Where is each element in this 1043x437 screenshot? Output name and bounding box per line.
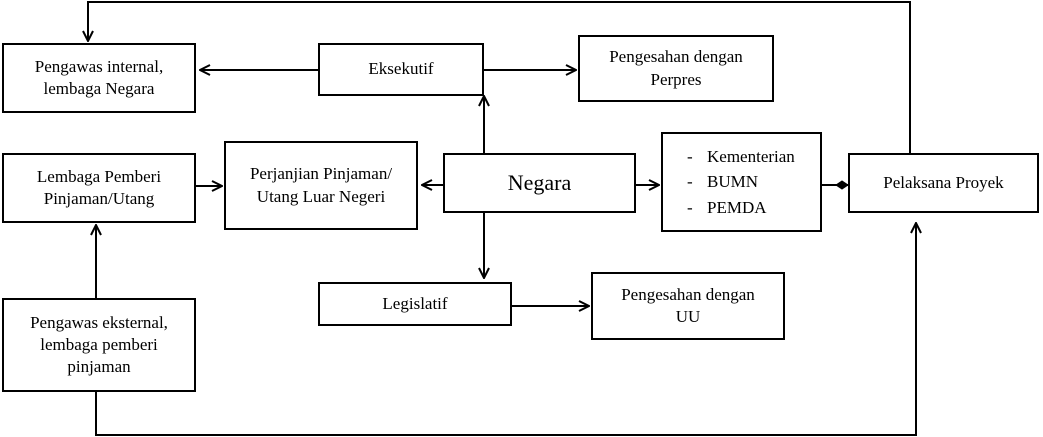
pengesahan-perpres-box: Pengesahan dengan Perpres: [578, 35, 774, 102]
pengesahan-uu-label: Pengesahan dengan UU: [621, 284, 755, 326]
pelaksana-list-box: -Kementerian -BUMN -PEMDA: [661, 132, 822, 232]
negara-label: Negara: [507, 169, 572, 195]
lembaga-pemberi-box: Lembaga Pemberi Pinjaman/Utang: [2, 153, 196, 223]
pengawas-internal-label: Pengawas internal, lembaga Negara: [34, 56, 164, 98]
pengawas-eksternal-box: Pengawas eksternal, lembaga pemberi pinj…: [2, 298, 196, 392]
list-bullet: -: [687, 146, 693, 166]
pelaksana-proyek-label: Pelaksana Proyek: [883, 172, 1004, 192]
list-item: -PEMDA: [687, 195, 795, 221]
list-item-bumn: BUMN: [707, 172, 759, 192]
legislatif-label: Legislatif: [382, 293, 448, 313]
negara-box: Negara: [443, 153, 636, 213]
arrow-proyek-to-pengawas-internal: [88, 1, 911, 153]
lembaga-pemberi-label: Lembaga Pemberi Pinjaman/Utang: [36, 166, 162, 208]
pengesahan-perpres-label: Pengesahan dengan Perpres: [609, 47, 743, 89]
perjanjian-label: Perjanjian Pinjaman/ Utang Luar Negeri: [249, 164, 393, 206]
pelaksana-proyek-box: Pelaksana Proyek: [848, 153, 1039, 213]
eksekutif-label: Eksekutif: [368, 59, 434, 79]
pelaksana-list: -Kementerian -BUMN -PEMDA: [687, 144, 795, 221]
list-item: -BUMN: [687, 169, 795, 195]
arrow-bottom-loop: [96, 223, 916, 436]
list-item-kementerian: Kementerian: [707, 146, 795, 166]
pengawas-eksternal-label: Pengawas eksternal, lembaga pemberi pinj…: [30, 312, 168, 377]
perjanjian-box: Perjanjian Pinjaman/ Utang Luar Negeri: [224, 141, 418, 230]
list-bullet: -: [687, 172, 693, 192]
legislatif-box: Legislatif: [318, 282, 512, 326]
pengesahan-uu-box: Pengesahan dengan UU: [591, 272, 785, 340]
pengawas-internal-box: Pengawas internal, lembaga Negara: [2, 43, 196, 113]
list-item: -Kementerian: [687, 144, 795, 170]
list-item-pemda: PEMDA: [707, 197, 767, 217]
eksekutif-box: Eksekutif: [318, 43, 484, 96]
list-bullet: -: [687, 197, 693, 217]
